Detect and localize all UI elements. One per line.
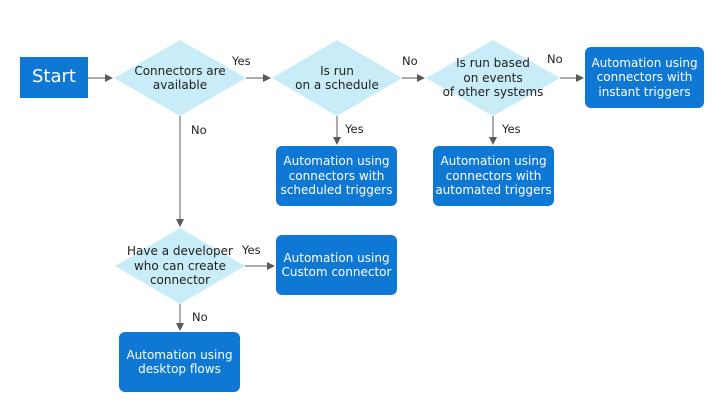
- outcome-desktop-flows-label: Automation using desktop flows: [126, 347, 233, 377]
- outcome-scheduled-triggers-shape: [276, 146, 397, 206]
- edge-label-events-no: No: [547, 52, 563, 66]
- decision-run-on-events-shape: [426, 40, 560, 116]
- outcome-custom-connector-shape: [276, 235, 397, 295]
- outcome-automated-triggers-label: Automation using connectors with automat…: [435, 154, 552, 198]
- outcome-instant-triggers-shape: [585, 47, 704, 108]
- decision-developer-available-shape: [115, 228, 245, 304]
- decision-connectors-available-label: Connectors are available: [134, 63, 226, 93]
- start-node-shape: [20, 57, 88, 98]
- edge-label-developer-yes: Yes: [242, 243, 261, 257]
- start-node-label: Start: [32, 66, 76, 88]
- edge-label-connectors-no: No: [191, 123, 207, 137]
- edge-label-schedule-yes: Yes: [345, 122, 364, 136]
- edge-label-schedule-no: No: [402, 54, 418, 68]
- edge-label-developer-no: No: [192, 310, 208, 324]
- decision-run-on-schedule-label: Is run on a schedule: [295, 63, 379, 93]
- edge-label-connectors-yes: Yes: [232, 54, 251, 68]
- outcome-scheduled-triggers-label: Automation using connectors with schedul…: [280, 154, 393, 198]
- outcome-automated-triggers-shape: [433, 146, 554, 206]
- edge-label-events-yes: Yes: [502, 122, 521, 136]
- decision-run-on-events-label: Is run based on events of other systems: [442, 56, 544, 100]
- outcome-desktop-flows-shape: [119, 332, 240, 392]
- outcome-custom-connector-label: Automation using Custom connector: [281, 250, 392, 280]
- decision-run-on-schedule-shape: [272, 40, 402, 116]
- outcome-instant-triggers-label: Automation using connectors with instant…: [591, 55, 698, 99]
- decision-connectors-available-shape: [114, 40, 246, 116]
- decision-developer-available-label: Have a developer who can create connecto…: [127, 244, 233, 288]
